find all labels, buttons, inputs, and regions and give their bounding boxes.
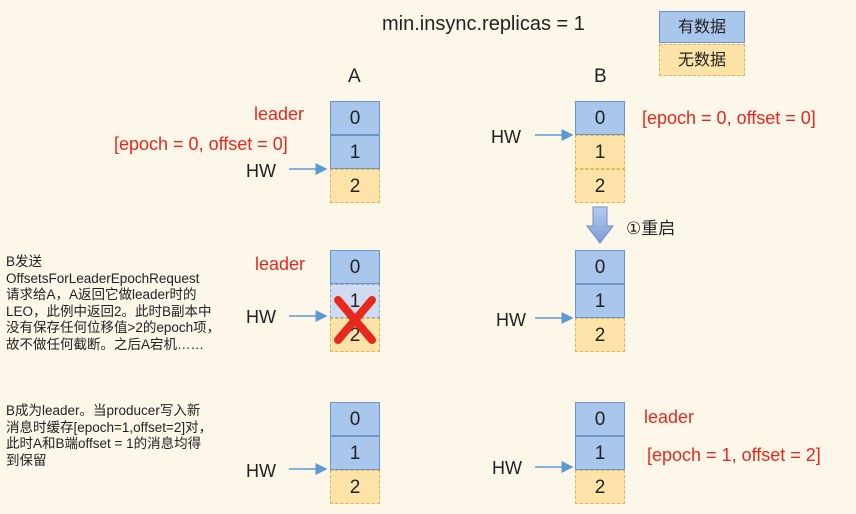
log-cell-b-row1-0: 0 bbox=[575, 101, 625, 135]
epoch-label-b-row3: [epoch = 1, offset = 2] bbox=[647, 445, 821, 465]
leader-label-b-row3: leader bbox=[644, 407, 695, 427]
hw-label-b-row1: HW bbox=[491, 127, 521, 147]
note-step2-line-5: 没有保存任何位移值>2的epoch项， bbox=[6, 320, 221, 335]
log-cell-b-row3-0: 0 bbox=[575, 402, 625, 436]
note-step2-line-6: 故不做任何截断。之后A宕机…… bbox=[6, 336, 205, 352]
note-step2-line-2: OffsetsForLeaderEpochRequest bbox=[6, 270, 200, 286]
note-step2: B发送 OffsetsForLeaderEpochRequest 请求给A，A返… bbox=[6, 254, 220, 353]
log-cell-a-row3-0: 0 bbox=[330, 402, 380, 436]
log-cell-b-row2-1: 1 bbox=[575, 284, 625, 318]
log-cell-a-row1-1: 1 bbox=[330, 135, 380, 169]
log-cell-a-row1-2: 2 bbox=[330, 169, 380, 203]
restart-label: ①重启 bbox=[626, 219, 676, 238]
note-step3-line-4: 到保留 bbox=[6, 452, 47, 468]
leader-label-a-row1: leader bbox=[254, 104, 305, 124]
note-step2-line-3: 请求给A，A返回它做leader时的 bbox=[6, 287, 197, 302]
column-label-b: B bbox=[594, 66, 607, 87]
page-title: min.insync.replicas = 1 bbox=[382, 13, 585, 35]
leader-label-a-row2: leader bbox=[255, 254, 306, 274]
log-cell-b-row1-1: 1 bbox=[575, 135, 625, 169]
column-label-a: A bbox=[348, 66, 361, 87]
restart-down-arrow bbox=[585, 206, 615, 244]
legend-has-data: 有数据 bbox=[659, 11, 745, 43]
note-step3-line-2: 消息时缓存[epoch=1,offset=2]对， bbox=[6, 419, 213, 435]
note-step2-line-1: B发送 bbox=[6, 254, 43, 269]
log-cell-b-row1-2: 2 bbox=[575, 169, 625, 203]
delete-cross-icon bbox=[334, 296, 376, 344]
hw-label-a-row3: HW bbox=[246, 461, 276, 481]
legend-no-data: 无数据 bbox=[659, 44, 745, 76]
note-step3: B成为leader。当producer写入新 消息时缓存[epoch=1,off… bbox=[6, 403, 212, 469]
note-step3-line-3: 此时A和B端offset = 1的消息均得 bbox=[6, 436, 202, 451]
hw-label-b-row3: HW bbox=[492, 458, 522, 478]
note-step2-line-4: LEO，此例中返回2。此时B副本中 bbox=[6, 303, 212, 319]
log-cell-b-row2-2: 2 bbox=[575, 318, 625, 352]
log-cell-a-row1-0: 0 bbox=[330, 101, 380, 135]
note-step3-line-1: B成为leader。当producer写入新 bbox=[6, 403, 201, 418]
hw-label-a-row1: HW bbox=[246, 161, 276, 181]
log-cell-b-row2-0: 0 bbox=[575, 250, 625, 284]
epoch-label-b-row1: [epoch = 0, offset = 0] bbox=[642, 108, 816, 128]
log-cell-b-row3-2: 2 bbox=[575, 470, 625, 504]
epoch-label-a-row1: [epoch = 0, offset = 0] bbox=[114, 134, 288, 154]
log-cell-a-row3-1: 1 bbox=[330, 436, 380, 470]
log-cell-a-row2-0: 0 bbox=[330, 250, 380, 284]
hw-label-b-row2: HW bbox=[496, 310, 526, 330]
log-cell-b-row3-1: 1 bbox=[575, 436, 625, 470]
log-cell-a-row3-2: 2 bbox=[330, 470, 380, 504]
hw-label-a-row2: HW bbox=[246, 307, 276, 327]
